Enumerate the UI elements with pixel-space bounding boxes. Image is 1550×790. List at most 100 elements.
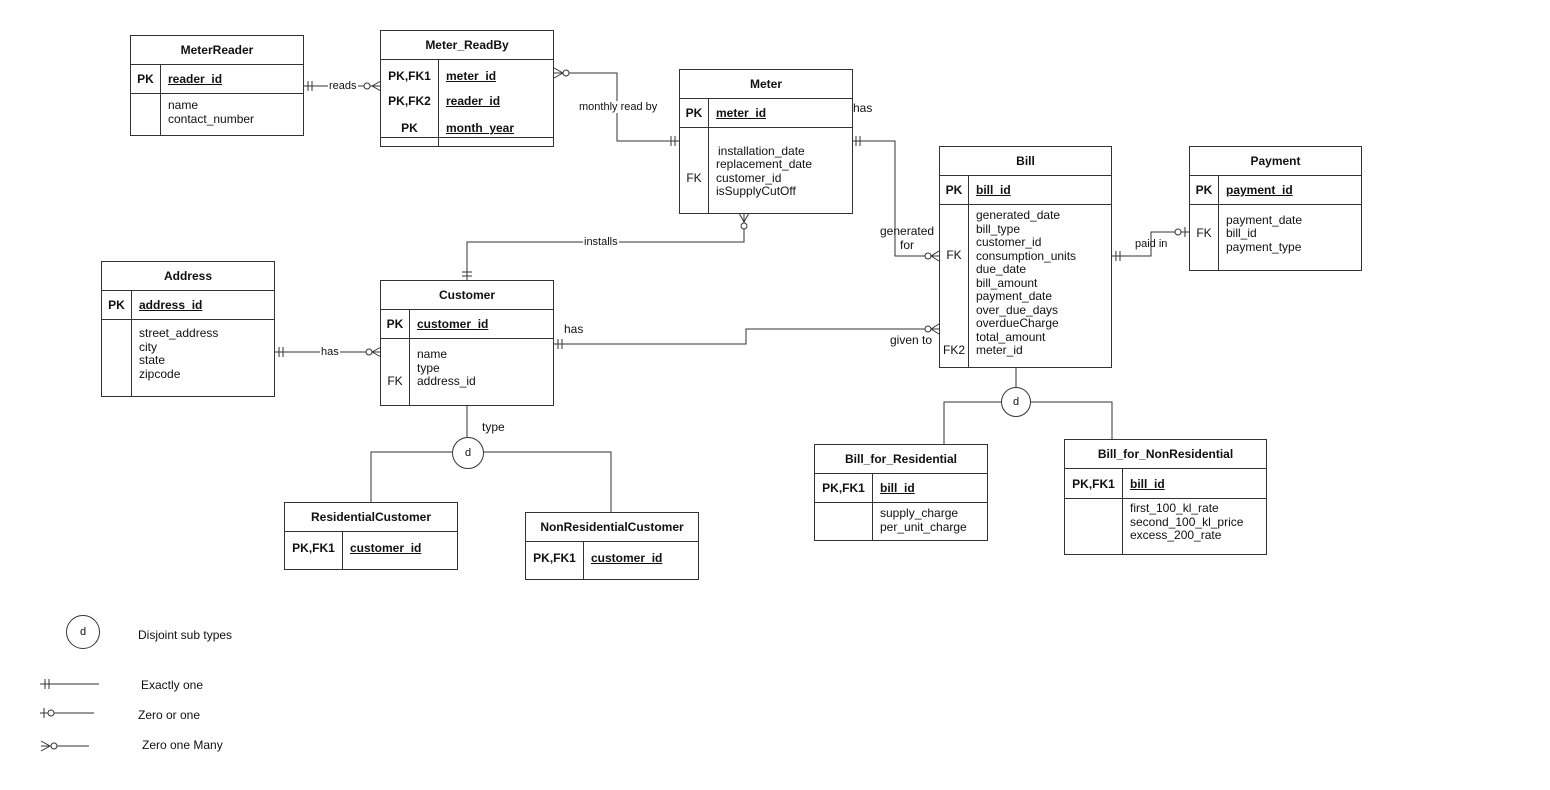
attribute-field: replacement_date	[716, 157, 813, 171]
attribute-field: over_due_days	[976, 303, 1059, 317]
primary-key-field: reader_id	[168, 72, 223, 86]
attribute-field: overdueCharge	[976, 316, 1059, 330]
primary-key-field: bill_id	[880, 481, 915, 495]
attribute-field: isSupplyCutOff	[716, 184, 796, 198]
primary-key-field: month_year	[446, 121, 515, 135]
attribute-field: state	[139, 353, 166, 367]
attribute-field: bill_amount	[976, 276, 1038, 290]
relationship-label-installs: installs	[583, 236, 619, 248]
entity-address[interactable]: Address PK address_id street_address cit…	[101, 261, 275, 397]
legend-disjoint-symbol: d	[66, 615, 100, 649]
legend-exactly-one-label: Exactly one	[141, 678, 204, 692]
relationship-label-paid-in: paid in	[1135, 238, 1168, 250]
attribute-field: payment_date	[976, 289, 1053, 303]
entity-title: Meter_ReadBy	[381, 31, 553, 60]
relationship-label-generated: generated	[880, 224, 935, 238]
entity-title: Bill_for_NonResidential	[1065, 440, 1266, 469]
key-label: PK	[685, 106, 703, 120]
bill-subtype-symbol: d	[1001, 387, 1031, 417]
attribute-field: payment_date	[1226, 213, 1303, 227]
entity-title: Address	[102, 262, 274, 291]
relationship-label-monthly-read-by: monthly read by	[579, 101, 658, 113]
entity-title: Bill	[940, 147, 1111, 176]
attribute-field: bill_type	[976, 222, 1021, 236]
attribute-field: installation_date	[718, 144, 805, 158]
primary-key-field: bill_id	[1130, 477, 1165, 491]
attribute-field: type	[417, 361, 440, 375]
attribute-field: name	[417, 347, 448, 361]
entity-customer[interactable]: Customer PK customer_id FK name type add…	[380, 280, 554, 406]
key-label: FK	[387, 374, 403, 388]
entity-meterreader[interactable]: MeterReader PK reader_id name contact_nu…	[130, 35, 304, 136]
attribute-field: street_address	[139, 326, 219, 340]
customer-subtype-symbol: d	[452, 437, 484, 469]
attribute-field: customer_id	[716, 171, 782, 185]
primary-key-field: meter_id	[446, 69, 497, 83]
attribute-field: excess_200_rate	[1130, 528, 1222, 542]
key-label: FK	[946, 248, 962, 262]
attribute-field: generated_date	[976, 208, 1061, 222]
key-label: PK	[386, 317, 404, 331]
legend-zero-or-one-label: Zero or one	[138, 708, 201, 722]
key-label: FK	[686, 171, 702, 185]
entity-title: ResidentialCustomer	[285, 503, 457, 532]
entity-title: NonResidentialCustomer	[526, 513, 698, 542]
attribute-field: name	[168, 98, 199, 112]
attribute-field: zipcode	[139, 367, 181, 381]
entity-bill[interactable]: Bill PK bill_id FK FK2 generated_date bi…	[939, 146, 1112, 368]
key-label: PK,FK1	[388, 69, 431, 83]
attribute-field: meter_id	[976, 343, 1023, 357]
attribute-field: address_id	[417, 374, 476, 388]
key-label: PK,FK2	[388, 94, 431, 108]
entity-nonresidentialcustomer[interactable]: NonResidentialCustomer PK,FK1 customer_i…	[525, 512, 699, 580]
attribute-field: first_100_kl_rate	[1130, 501, 1219, 515]
key-label: PK	[945, 183, 963, 197]
key-label: PK,FK1	[292, 541, 335, 555]
attribute-field: due_date	[976, 262, 1027, 276]
entity-meter-readby[interactable]: Meter_ReadBy PK,FK1 PK,FK2 PK meter_id r…	[380, 30, 554, 147]
customer-bill-connector	[554, 328, 939, 345]
primary-key-field: meter_id	[716, 106, 767, 120]
entity-title: Customer	[381, 281, 553, 310]
attribute-field: bill_id	[1226, 226, 1257, 240]
attribute-field: per_unit_charge	[880, 520, 967, 534]
key-label: PK	[137, 72, 154, 86]
key-label: PK,FK1	[1072, 477, 1115, 491]
attribute-field: city	[139, 340, 157, 354]
relationship-label-meter-has: has	[853, 101, 873, 115]
attribute-field: contact_number	[168, 112, 255, 126]
primary-key-field: payment_id	[1226, 183, 1293, 197]
key-label: PK	[1195, 183, 1213, 197]
paid-in-connector	[1112, 231, 1189, 257]
relationship-label-reads: reads	[328, 80, 358, 92]
attribute-field: payment_type	[1226, 240, 1302, 254]
meter-bill-connector	[853, 140, 939, 257]
entity-payment[interactable]: Payment PK payment_id FK payment_date bi…	[1189, 146, 1362, 271]
entity-residentialcustomer[interactable]: ResidentialCustomer PK,FK1 customer_id	[284, 502, 458, 570]
key-label: FK2	[942, 343, 965, 357]
primary-key-field: bill_id	[976, 183, 1011, 197]
entity-meter[interactable]: Meter PK meter_id FK installation_date r…	[679, 69, 853, 214]
attribute-field: second_100_kl_price	[1130, 515, 1244, 529]
primary-key-field: reader_id	[446, 94, 501, 108]
entity-title: MeterReader	[131, 36, 303, 65]
relationship-label-customer-has: has	[564, 322, 584, 336]
legend-zero-one-many-label: Zero one Many	[142, 738, 223, 752]
relationship-label-for: for	[900, 238, 915, 252]
relationship-label-given-to: given to	[890, 333, 933, 347]
key-label: PK,FK1	[533, 551, 576, 565]
entity-bill-for-nonresidential[interactable]: Bill_for_NonResidential PK,FK1 bill_id f…	[1064, 439, 1267, 555]
relationship-label-type: type	[482, 420, 505, 434]
attribute-field: total_amount	[976, 330, 1046, 344]
entity-title: Meter	[680, 70, 852, 99]
legend-disjoint-label: Disjoint sub types	[138, 628, 233, 642]
entity-bill-for-residential[interactable]: Bill_for_Residential PK,FK1 bill_id supp…	[814, 444, 988, 541]
relationship-label-address-has: has	[320, 346, 340, 358]
attribute-field: customer_id	[976, 235, 1042, 249]
entity-title: Payment	[1190, 147, 1361, 176]
primary-key-field: customer_id	[591, 551, 663, 565]
entity-title: Bill_for_Residential	[815, 445, 987, 474]
primary-key-field: customer_id	[417, 317, 489, 331]
primary-key-field: customer_id	[350, 541, 422, 555]
attribute-field: consumption_units	[976, 249, 1077, 263]
